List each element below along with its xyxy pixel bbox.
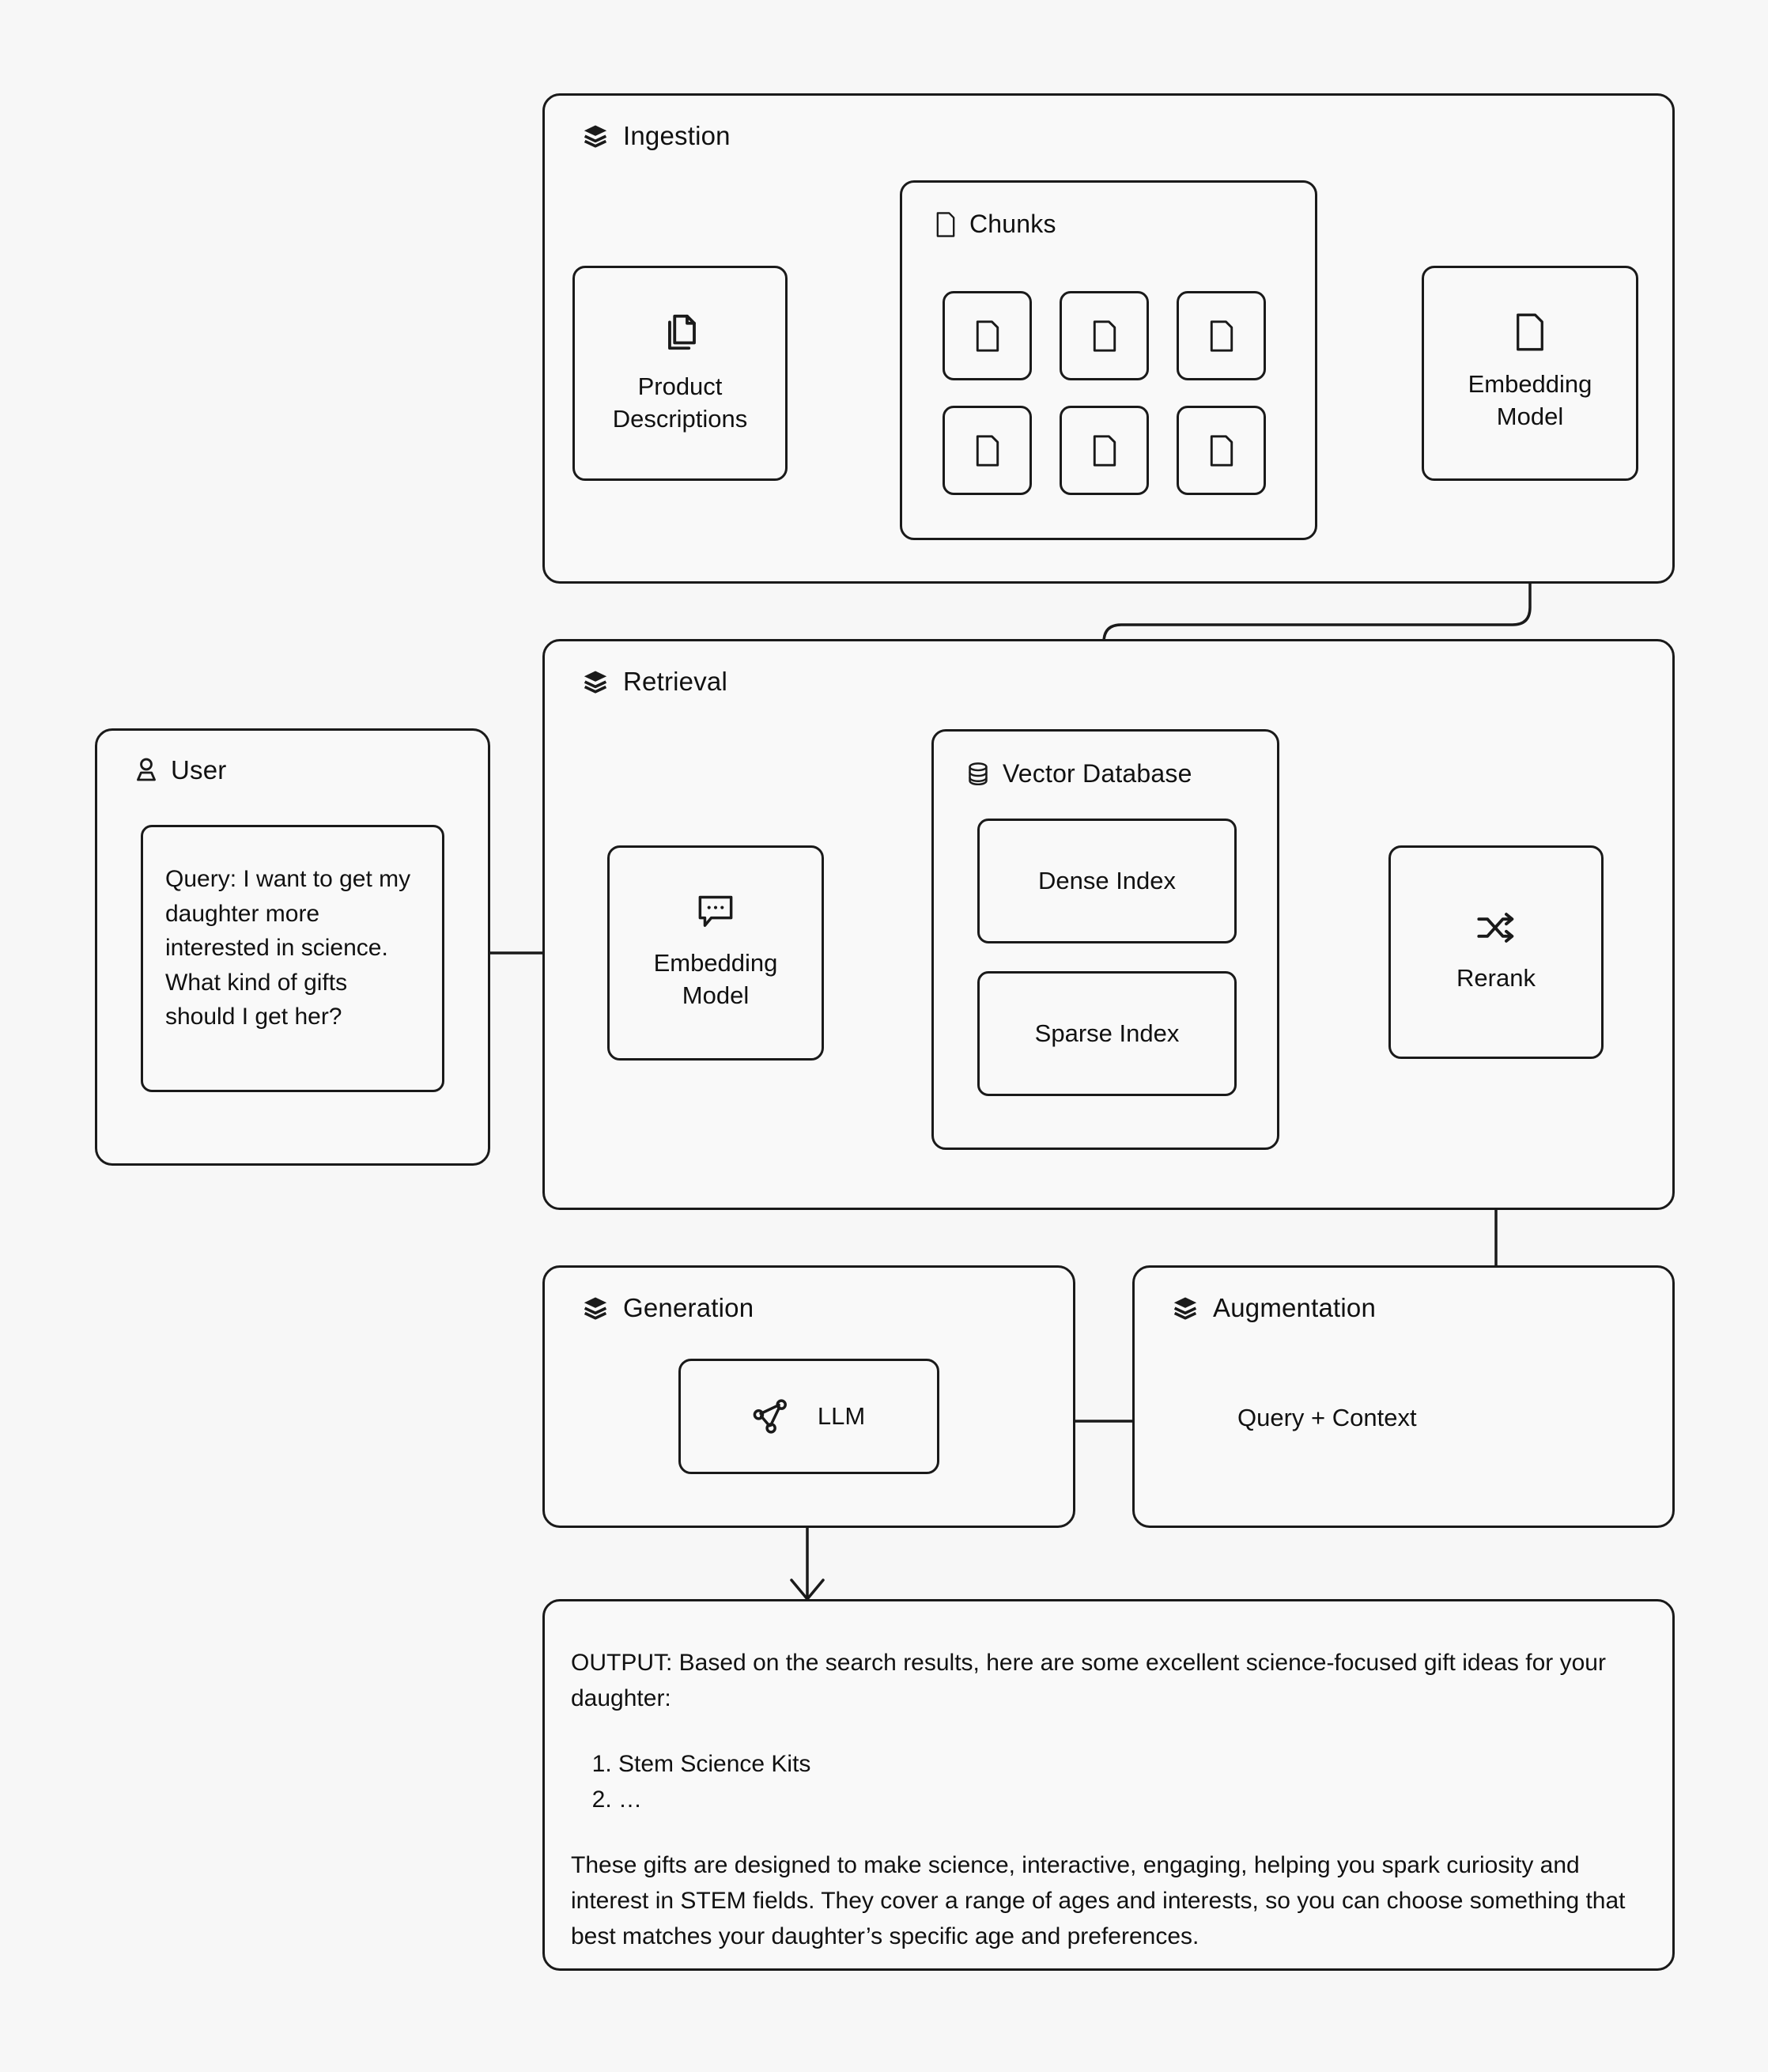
chunk-tile[interactable] [1177, 291, 1266, 380]
chunk-tile[interactable] [943, 406, 1032, 495]
layers-icon [582, 123, 609, 149]
dense-index-label: Dense Index [1037, 867, 1177, 894]
output-list-item: Stem Science Kits [618, 1746, 1630, 1782]
layers-icon [582, 1295, 609, 1321]
document-icon [974, 319, 1001, 352]
chat-bubble-icon [697, 894, 735, 930]
output-list: Stem Science Kits … [571, 1746, 1630, 1817]
document-icon [974, 434, 1001, 467]
node-rerank-label: Rerank [1456, 963, 1536, 992]
person-icon [134, 757, 158, 784]
group-ingestion-title: Ingestion [582, 121, 731, 151]
group-vector-database-title: Vector Database [966, 759, 1192, 788]
output-box [542, 1599, 1675, 1971]
chunk-tile[interactable] [943, 291, 1032, 380]
group-augmentation-label: Augmentation [1213, 1293, 1377, 1322]
group-user-label: User [171, 755, 227, 785]
output-list-item: … [618, 1782, 1630, 1817]
output-closing: These gifts are designed to make science… [571, 1852, 1626, 1949]
node-embedding-model-ingestion[interactable]: Embedding Model [1422, 266, 1638, 481]
group-generation-label: Generation [623, 1293, 754, 1322]
network-graph-icon [753, 1397, 791, 1435]
output-text-block: OUTPUT: Based on the search results, her… [571, 1645, 1630, 1954]
documents-copy-icon [659, 311, 701, 354]
node-embedding-model-query-label: Embedding Model [653, 949, 778, 1009]
node-product-descriptions[interactable]: Product Descriptions [572, 266, 788, 481]
node-embedding-model-query[interactable]: Embedding Model [607, 845, 824, 1061]
chunk-tile[interactable] [1060, 406, 1149, 495]
document-icon [1091, 434, 1118, 467]
node-embedding-model-ingestion-label: Embedding Model [1468, 370, 1592, 430]
node-llm[interactable]: LLM [678, 1359, 939, 1474]
sparse-index-box[interactable]: Sparse Index [977, 971, 1237, 1096]
document-icon [1208, 434, 1235, 467]
document-icon [1208, 319, 1235, 352]
group-retrieval-label: Retrieval [623, 667, 728, 696]
arrowhead-output [790, 1579, 825, 1601]
document-icon [1091, 319, 1118, 352]
node-rerank[interactable]: Rerank [1388, 845, 1604, 1059]
group-augmentation-title: Augmentation [1172, 1293, 1376, 1323]
dense-index-box[interactable]: Dense Index [977, 819, 1237, 943]
output-spacer-2 [571, 1817, 1630, 1847]
node-llm-label: LLM [817, 1401, 866, 1430]
document-icon [1514, 313, 1546, 351]
chunk-tile[interactable] [1060, 291, 1149, 380]
group-generation-title: Generation [582, 1293, 754, 1323]
query-text: Query: I want to get my daughter more in… [165, 866, 411, 1030]
query-context-text: Query + Context [1237, 1404, 1417, 1431]
group-chunks-title: Chunks [935, 210, 1056, 239]
group-ingestion-label: Ingestion [623, 121, 731, 150]
output-intro: OUTPUT: Based on the search results, her… [571, 1650, 1606, 1711]
group-chunks-label: Chunks [969, 210, 1056, 238]
chunk-tile[interactable] [1177, 406, 1266, 495]
layers-icon [1172, 1295, 1199, 1321]
document-icon [935, 211, 957, 237]
node-product-descriptions-label: Product Descriptions [612, 372, 748, 433]
query-box[interactable]: Query: I want to get my daughter more in… [141, 825, 444, 1092]
group-user-title: User [134, 755, 226, 785]
output-spacer-1 [571, 1716, 1630, 1746]
database-icon [966, 762, 990, 787]
edge-label-query-context: Query + Context [1225, 1404, 1430, 1432]
layers-icon [582, 668, 609, 695]
group-vector-database-label: Vector Database [1003, 759, 1192, 788]
shuffle-icon [1475, 910, 1517, 945]
sparse-index-label: Sparse Index [1034, 1019, 1180, 1047]
group-retrieval-title: Retrieval [582, 667, 727, 697]
group-augmentation [1132, 1265, 1675, 1528]
